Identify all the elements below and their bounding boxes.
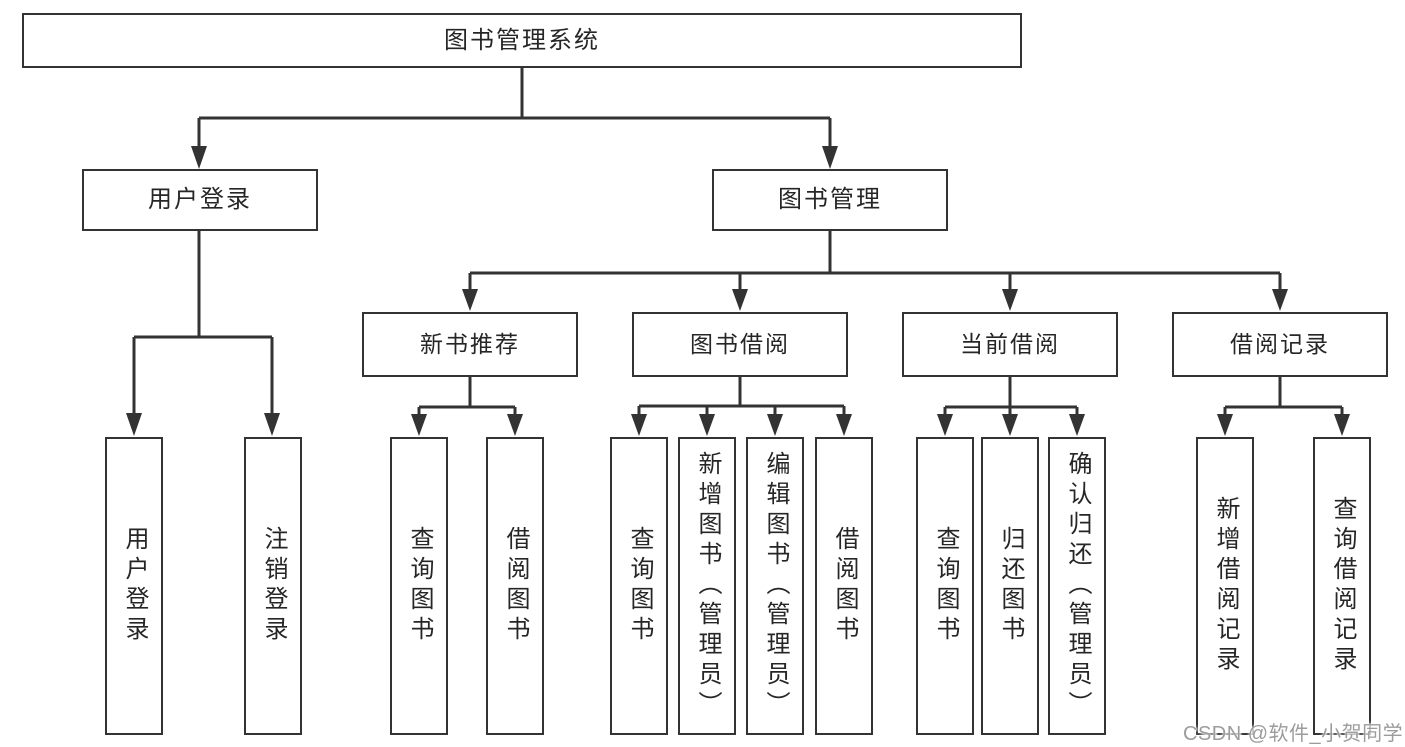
node-book-management: 图书管理	[712, 169, 948, 231]
node-current-borrow: 当前借阅	[902, 312, 1118, 377]
connector-current-borrow-to-leaves	[937, 377, 1085, 436]
leaf-label: 查询图书	[406, 526, 433, 646]
arrowhead-down-icon	[126, 413, 280, 436]
leaf-bb-borrow-books: 借阅图书	[815, 437, 873, 735]
connector-book-mgmt-to-level3	[462, 231, 1288, 311]
node-label: 图书管理	[778, 186, 882, 213]
node-borrow-records: 借阅记录	[1172, 312, 1388, 377]
leaf-br-query-borrow-record: 查询借阅记录	[1313, 437, 1371, 735]
leaf-label: 查询借阅记录	[1329, 496, 1356, 676]
leaf-bb-add-books-admin: 新增图书（管理员）	[678, 437, 736, 735]
leaf-bb-query-books: 查询图书	[610, 437, 668, 735]
csdn-watermark: CSDN @软件_小贺同学	[1183, 723, 1404, 745]
node-user-login: 用户登录	[82, 169, 318, 231]
leaf-cb-return-books: 归还图书	[981, 437, 1039, 735]
leaf-label: 查询图书	[626, 526, 653, 646]
connector-book-borrow-to-leaves	[631, 377, 852, 436]
connector-user-login-to-leaves	[126, 231, 280, 436]
node-label: 用户登录	[148, 186, 252, 213]
connector-borrow-records-to-leaves	[1217, 377, 1350, 436]
leaf-bb-edit-books-admin: 编辑图书（管理员）	[746, 437, 804, 735]
leaf-user-login: 用户登录	[105, 437, 163, 735]
arrowhead-down-icon	[937, 414, 1085, 436]
leaf-label: 编辑图书（管理员）	[762, 451, 789, 721]
leaf-label: 借阅图书	[502, 526, 529, 646]
leaf-nb-borrow-books: 借阅图书	[486, 437, 544, 735]
arrowhead-down-icon	[411, 414, 523, 436]
arrowhead-down-icon	[1217, 414, 1350, 436]
arrowhead-down-icon	[631, 414, 852, 436]
node-label: 图书管理系统	[444, 26, 600, 54]
leaf-label: 确认归还（管理员）	[1064, 451, 1091, 721]
leaf-logout-login: 注销登录	[244, 437, 302, 735]
connector-new-book-to-leaves	[411, 377, 523, 436]
node-label: 当前借阅	[960, 331, 1060, 357]
leaf-cb-query-books: 查询图书	[916, 437, 974, 735]
node-new-book-recommend: 新书推荐	[362, 312, 578, 377]
leaf-cb-confirm-return-admin: 确认归还（管理员）	[1048, 437, 1106, 735]
leaf-label: 新增借阅记录	[1212, 496, 1239, 676]
node-label: 新书推荐	[420, 331, 520, 357]
arrowhead-down-icon	[462, 289, 1288, 311]
node-label: 借阅记录	[1230, 331, 1330, 357]
arrowhead-down-icon	[191, 146, 838, 169]
connector-root-to-level2	[191, 68, 838, 169]
leaf-label: 注销登录	[260, 526, 287, 646]
leaf-label: 用户登录	[121, 526, 148, 646]
leaf-label: 归还图书	[997, 526, 1024, 646]
node-root-system: 图书管理系统	[22, 13, 1022, 68]
leaf-label: 查询图书	[932, 526, 959, 646]
node-book-borrow: 图书借阅	[632, 312, 848, 377]
leaf-label: 新增图书（管理员）	[694, 451, 721, 721]
leaf-label: 借阅图书	[831, 526, 858, 646]
leaf-br-add-borrow-record: 新增借阅记录	[1196, 437, 1254, 735]
leaf-nb-query-books: 查询图书	[390, 437, 448, 735]
node-label: 图书借阅	[690, 331, 790, 357]
